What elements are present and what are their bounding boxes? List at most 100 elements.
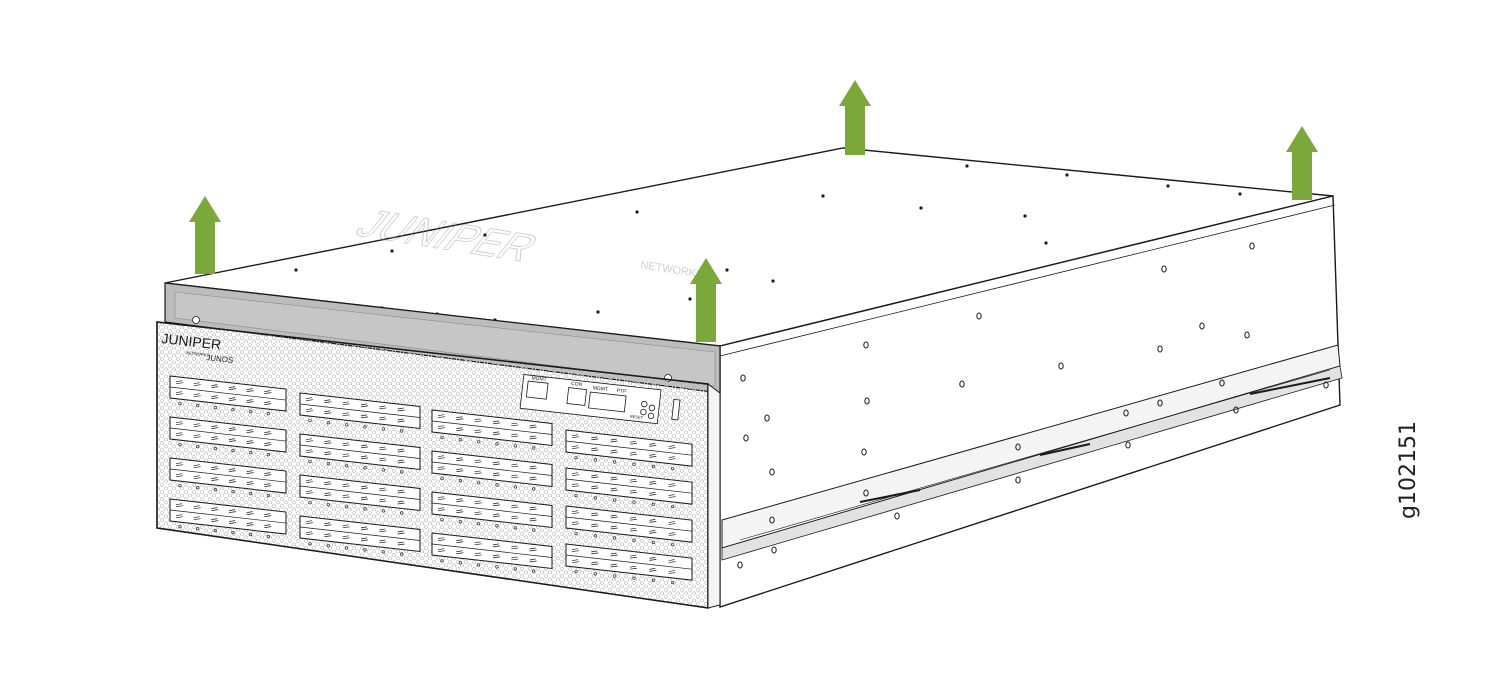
port-cage[interactable] bbox=[565, 467, 693, 509]
port-led bbox=[513, 567, 517, 571]
port-slot bbox=[456, 550, 464, 555]
port-slot bbox=[324, 399, 332, 404]
port-slot bbox=[305, 520, 314, 525]
port-slot bbox=[571, 521, 580, 526]
port-slot bbox=[228, 509, 237, 513]
port-slot bbox=[456, 427, 464, 432]
port-slot bbox=[246, 511, 254, 515]
lift-arrows bbox=[189, 80, 1318, 342]
port-slot bbox=[360, 444, 369, 449]
port-slot bbox=[360, 537, 369, 542]
port-led bbox=[249, 533, 253, 537]
port-led bbox=[651, 540, 655, 544]
port-led bbox=[632, 576, 636, 580]
port-slot bbox=[649, 557, 657, 561]
port-slot bbox=[324, 492, 332, 497]
port-cage[interactable] bbox=[565, 429, 693, 471]
port-slot bbox=[668, 456, 676, 460]
port-led bbox=[363, 425, 367, 429]
port-led bbox=[574, 456, 578, 460]
port-cage[interactable] bbox=[299, 392, 421, 433]
port-slot bbox=[397, 489, 405, 494]
port-led bbox=[249, 451, 253, 455]
port-slot bbox=[211, 425, 219, 429]
port-slot bbox=[649, 568, 657, 572]
mgmt-ptp-port[interactable] bbox=[588, 391, 627, 413]
port-slot bbox=[437, 425, 446, 430]
port-slot bbox=[456, 468, 464, 473]
port-slot bbox=[529, 424, 537, 429]
port-cage[interactable] bbox=[169, 375, 287, 416]
port-slot bbox=[379, 446, 387, 451]
port-slot bbox=[492, 461, 501, 466]
port-led bbox=[231, 490, 235, 494]
port-slot bbox=[360, 414, 369, 419]
port-slot bbox=[649, 492, 657, 496]
port-slot bbox=[511, 556, 519, 561]
port-slot bbox=[629, 527, 638, 532]
port-cage[interactable] bbox=[299, 515, 421, 556]
mgmt-port[interactable] bbox=[525, 380, 549, 400]
con-port[interactable] bbox=[566, 387, 588, 406]
port-slot bbox=[529, 558, 537, 563]
port-cage[interactable] bbox=[299, 433, 421, 474]
port-slot bbox=[571, 472, 580, 477]
port-led bbox=[196, 445, 200, 449]
port-led bbox=[513, 485, 517, 489]
port-slot bbox=[324, 410, 332, 415]
brand-logo: JUNIPER bbox=[161, 330, 222, 353]
port-slot bbox=[591, 550, 599, 555]
port-slot bbox=[342, 442, 350, 447]
port-cage[interactable] bbox=[431, 532, 553, 573]
port-slot bbox=[610, 552, 618, 557]
port-slot bbox=[228, 479, 237, 483]
port-slot bbox=[492, 420, 501, 425]
port-cage[interactable] bbox=[169, 498, 287, 539]
svg-text:MGMT: MGMT bbox=[592, 385, 608, 393]
port-cage[interactable] bbox=[431, 450, 553, 491]
port-cage[interactable] bbox=[431, 491, 553, 532]
port-slot bbox=[668, 483, 676, 487]
port-slot bbox=[511, 504, 519, 509]
port-slot bbox=[474, 511, 482, 516]
port-cage[interactable] bbox=[431, 409, 553, 450]
port-slot bbox=[629, 489, 638, 494]
port-slot bbox=[397, 418, 405, 423]
port-slot bbox=[591, 485, 599, 490]
brand-sub: NETWORKS bbox=[186, 350, 210, 358]
usb-port[interactable] bbox=[671, 398, 681, 421]
port-slot bbox=[456, 539, 464, 544]
port-slot bbox=[511, 545, 519, 550]
port-slot bbox=[511, 474, 519, 479]
port-slot bbox=[610, 514, 618, 519]
port-led bbox=[326, 421, 330, 425]
port-led bbox=[308, 460, 312, 464]
status-led bbox=[640, 408, 647, 416]
port-slot bbox=[305, 438, 314, 443]
port-cage[interactable] bbox=[169, 457, 287, 498]
port-groups bbox=[169, 375, 693, 585]
port-cage[interactable] bbox=[565, 543, 693, 585]
port-slot bbox=[228, 520, 237, 524]
svg-text:PTP: PTP bbox=[616, 388, 627, 395]
port-slot bbox=[342, 412, 350, 417]
port-led bbox=[632, 462, 636, 466]
port-led bbox=[477, 481, 481, 485]
port-led bbox=[266, 412, 270, 416]
port-cage[interactable] bbox=[565, 505, 693, 547]
port-led bbox=[363, 507, 367, 511]
port-led bbox=[495, 524, 499, 528]
port-cage[interactable] bbox=[299, 474, 421, 515]
port-slot bbox=[591, 512, 599, 517]
port-slot bbox=[305, 397, 314, 402]
port-led bbox=[381, 468, 385, 472]
port-led bbox=[513, 444, 517, 448]
port-slot bbox=[474, 459, 482, 464]
port-slot bbox=[264, 513, 272, 517]
port-slot bbox=[193, 434, 201, 439]
port-cage[interactable] bbox=[169, 416, 287, 457]
port-led bbox=[593, 496, 597, 500]
port-led bbox=[231, 449, 235, 453]
port-slot bbox=[571, 559, 580, 564]
port-led bbox=[440, 518, 444, 522]
